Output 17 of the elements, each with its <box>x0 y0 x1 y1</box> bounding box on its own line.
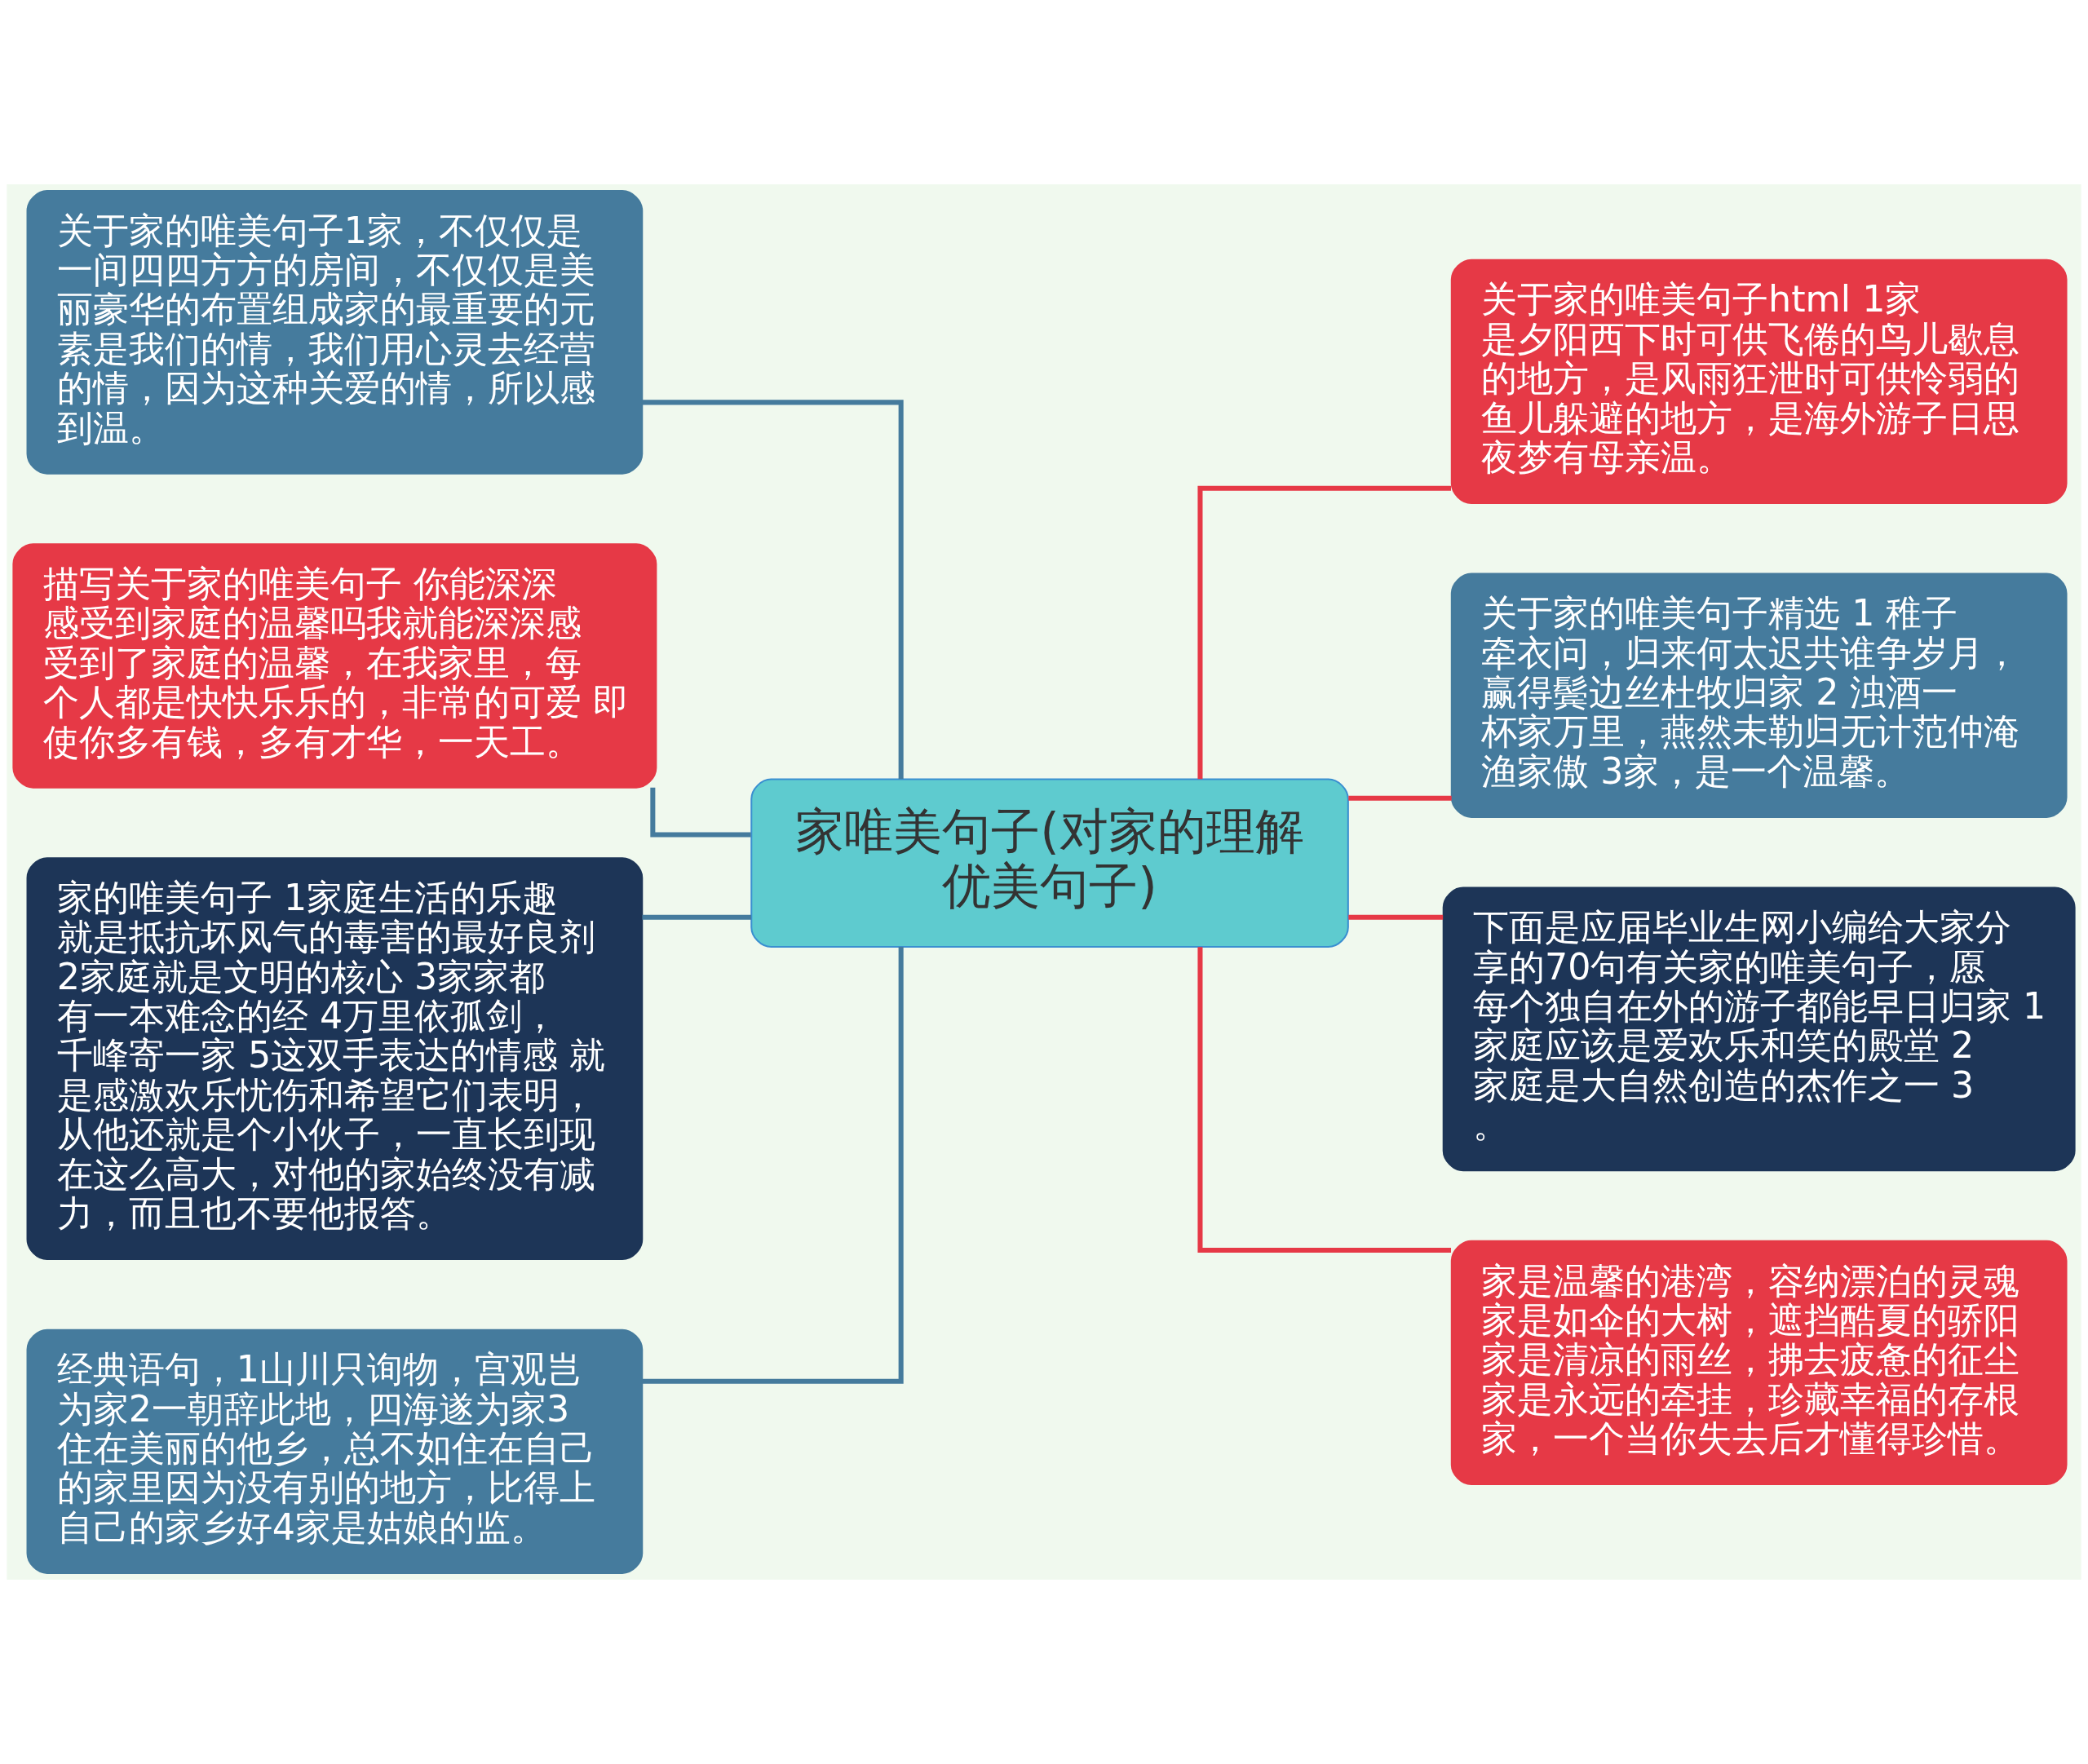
connector <box>642 400 904 780</box>
node-box: 关于家的唯美句子html 1家是夕阳西下时可供飞倦的鸟儿歇息的地方，是风雨狂泄时可供怜弱的鱼儿躲避的地方，是海外游子日思夜梦有母亲温。 <box>1450 259 2068 504</box>
connector <box>642 914 751 920</box>
node-box: 下面是应届毕业生网小编给大家分享的70句有关家的唯美句子，愿每个独自在外的游子都能早日归家 1家庭应该是爱欢乐和笑的殿堂 2家庭是大自然创造的杰作之一 3。 <box>1442 886 2076 1172</box>
connector <box>1197 485 1451 780</box>
connector <box>650 787 751 838</box>
node-box: 描写关于家的唯美句子 你能深深感受到家庭的温馨吗我就能深深感受到了家庭的温馨，在我家里，每个人都是快快乐乐的，非常的可爱 即使你多有钱，多有才华，一天工。 <box>12 543 657 789</box>
connector <box>1197 947 1451 1253</box>
connector <box>1348 795 1452 801</box>
node-box: 关于家的唯美句子1家，不仅仅是一间四四方方的房间，不仅仅是美丽豪华的布置组成家的最重要的元素是我们的情，我们用心灵去经营的情，因为这种关爱的情，所以感到温。 <box>26 190 644 475</box>
node-box: 经典语句，1山川只询物，宫观岂为家2一朝辞此地，四海遂为家3住在美丽的他乡，总不如住在自己的家里因为没有别的地方，比得上自己的家乡好4家是姑娘的监。 <box>26 1329 644 1574</box>
connector <box>1348 914 1444 920</box>
node-box: 家的唯美句子 1家庭生活的乐趣就是抵抗坏风气的毒害的最好良剂2家庭就是文明的核心 3家家都有一本难念的经 4万里依孤剑，千峰寄一家 5这双手表达的情感 就是感激欢乐忧伤和希望它们表明，从他还就是个小伙子，一直长到现在这么高大，对他的家始终没有减力，而且也不要他报答。 <box>26 857 644 1260</box>
node-box: 家唯美句子(对家的理解优美句子) <box>750 778 1349 948</box>
node-box: 家是温馨的港湾，容纳漂泊的灵魂家是如伞的大树，遮挡酷夏的骄阳家是清凉的雨丝，拂去疲惫的征尘家是永远的牵挂，珍藏幸福的存根家，一个当你失去后才懂得珍惜。 <box>1450 1240 2068 1486</box>
connector <box>642 947 904 1384</box>
node-box: 关于家的唯美句子精选 1 稚子牵衣问，归来何太迟共谁争岁月，赢得鬓边丝杜牧归家 2 浊酒一杯家万里，燕然未勒归无计范仲淹渔家傲 3家，是一个温馨。 <box>1450 573 2068 818</box>
